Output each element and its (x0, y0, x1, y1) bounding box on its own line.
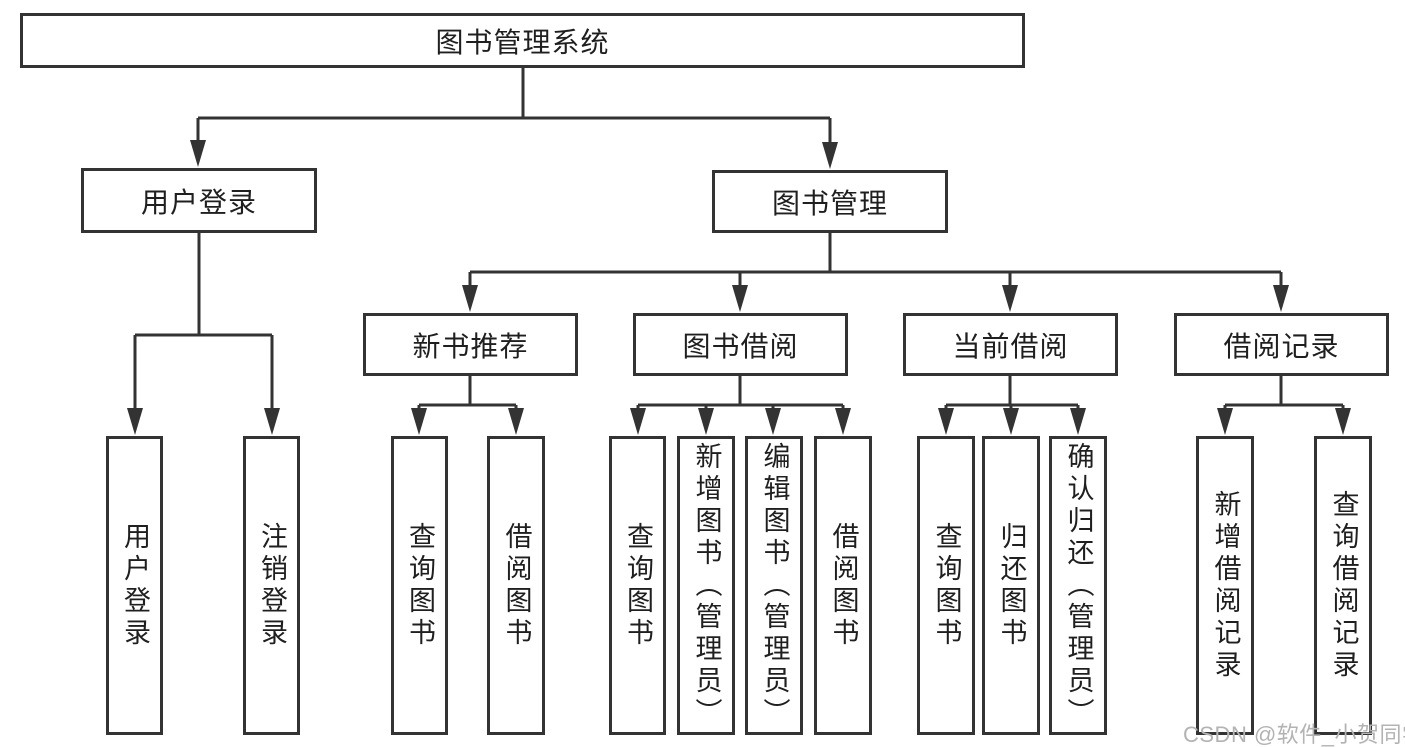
leaf-label: 编辑图书（管理员） (759, 441, 790, 730)
leaf-query-borrow-record: 查询借阅记录 (1314, 436, 1372, 735)
node-new-book-recommend: 新书推荐 (363, 313, 578, 376)
leaf-query-books-1: 查询图书 (391, 436, 448, 735)
leaf-label: 确认归还（管理员） (1063, 441, 1094, 730)
leaf-label: 借阅图书 (501, 521, 532, 650)
leaf-query-books-2: 查询图书 (609, 436, 666, 735)
node-current-borrowing: 当前借阅 (903, 313, 1118, 376)
leaf-label: 用户登录 (120, 521, 150, 650)
leaf-label: 新增图书（管理员） (691, 441, 722, 730)
leaf-borrow-books-1: 借阅图书 (487, 436, 545, 735)
leaf-borrow-books-2: 借阅图书 (814, 436, 872, 735)
leaf-user-login: 用户登录 (106, 436, 163, 735)
leaf-logout: 注销登录 (243, 436, 300, 735)
leaf-edit-books-admin: 编辑图书（管理员） (745, 436, 803, 735)
leaf-label: 注销登录 (257, 521, 287, 650)
node-book-borrowing: 图书借阅 (633, 313, 848, 376)
leaf-label: 查询图书 (405, 521, 435, 650)
leaf-label: 归还图书 (996, 521, 1027, 650)
leaf-query-books-3: 查询图书 (917, 436, 975, 735)
leaf-label: 查询图书 (931, 521, 962, 650)
leaf-label: 借阅图书 (828, 521, 859, 650)
leaf-label: 查询借阅记录 (1328, 489, 1359, 682)
node-book-management: 图书管理 (712, 170, 948, 233)
leaf-label: 新增借阅记录 (1210, 489, 1241, 682)
leaf-confirm-return-admin: 确认归还（管理员） (1049, 436, 1107, 735)
leaf-return-books: 归还图书 (982, 436, 1040, 735)
leaf-add-books-admin: 新增图书（管理员） (677, 436, 735, 735)
leaf-label: 查询图书 (623, 521, 653, 650)
leaf-add-borrow-record: 新增借阅记录 (1196, 436, 1254, 735)
node-user-login-branch: 用户登录 (81, 168, 317, 233)
node-root: 图书管理系统 (20, 13, 1025, 68)
csdn-watermark: CSDN @软件_小贺同学 (1183, 722, 1405, 747)
node-borrowing-records: 借阅记录 (1174, 313, 1389, 376)
